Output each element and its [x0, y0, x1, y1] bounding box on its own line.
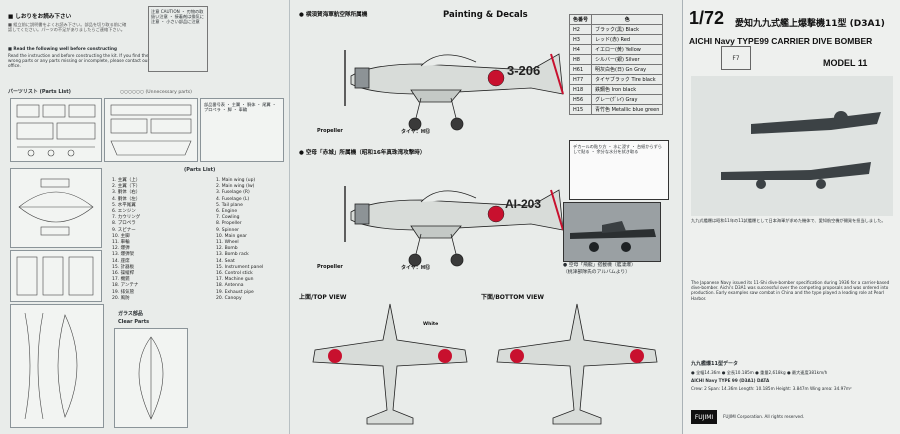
- spec-line-2: AICHI Navy TYPE 99 (D3A1) DATA: [691, 378, 770, 383]
- sprue-d-drawing: [18, 178, 94, 236]
- color-name: シルバー(銀) Silver: [591, 54, 664, 65]
- scale-label: 1/72: [689, 8, 725, 28]
- photo-caption-2: （桃津部隊氏のアルバムより）: [563, 270, 631, 275]
- spec-line-3: Crew: 2 Span: 14.36m Length: 10.185m Hei…: [691, 386, 852, 391]
- fujimi-logo: FUJIMI: [691, 410, 717, 424]
- plane-top-view: [312, 303, 468, 425]
- hinomaru-2: [487, 205, 505, 223]
- propeller-label-2: Propeller: [317, 264, 343, 270]
- propeller-label-1: Propeller: [317, 128, 343, 134]
- left-intro-jp: ■ 組立前に説明書をよくお読み下さい。部品を切り取る前に確認してください。パーツ…: [8, 22, 127, 33]
- sprue-e-drawing: [16, 256, 94, 296]
- fuselage-sprue-frame: [10, 304, 104, 428]
- read-note-body: Read the instruction and before construc…: [8, 53, 150, 69]
- sprue-a-drawing: [16, 104, 96, 157]
- hinomaru-1: [487, 69, 505, 87]
- clear-parts-jp: ガラス部品: [118, 311, 143, 317]
- left-column: ■ しおりをお読み下さい ■ 組立前に説明書をよくお読み下さい。部品を切り取る前…: [0, 0, 288, 434]
- cover-model: MODEL 11: [823, 58, 868, 68]
- parts-list-en-header: (Parts List): [184, 167, 216, 173]
- bottom-hinomaru-right: [630, 349, 644, 363]
- cover-footer: FUJIMI Corporation. All rights reserved.: [723, 414, 805, 419]
- sprue-frame-c: 部品番号表 ・ 主翼 ・ 胴体 ・ 尾翼 ・ プロペラ ・ 脚 ・ 車輪: [200, 98, 284, 162]
- plane-profile-akagi: AI-203: [344, 186, 564, 267]
- plane-bottom-view: [496, 303, 658, 425]
- fuselage-sprue-drawing: [24, 312, 78, 420]
- color-name: タイヤブラック Tire black: [591, 74, 664, 85]
- color-table-header-name: 色: [591, 14, 664, 25]
- sprue-frame-e: [10, 250, 102, 302]
- unnecessary-note: ○○○○○○ (Unnecessary parts): [120, 90, 192, 95]
- sprue-frame-d: [10, 168, 102, 248]
- plane-profile-yokosuka: 3-206: [344, 50, 564, 131]
- sprue-frame-a: [10, 98, 102, 162]
- top-hinomaru-left: [328, 349, 342, 363]
- color-code: H2: [568, 24, 593, 35]
- parts-list-jp: 1. 主翼（上） 2. 主翼（下） 3. 胴体（右） 4. 胴体（左） 5. 水…: [112, 178, 141, 301]
- cover-panel: 1/72 愛知九九式艦上爆撃機11型 (D3A1) AICHI Navy TYP…: [682, 0, 900, 434]
- color-table-header-num: 色番号: [568, 14, 593, 25]
- top-hinomaru-right: [438, 349, 452, 363]
- cover-illustration: [691, 76, 893, 216]
- parts-list-en: 1. Main wing (up) 2. Main wing (lw) 3. F…: [216, 178, 264, 301]
- color-name: 明灰白色(日) Gn Gray: [591, 64, 664, 75]
- color-code: H4: [568, 44, 593, 55]
- color-code: H8: [568, 54, 593, 65]
- photo-frame: [563, 202, 661, 262]
- cover-title-jp: 愛知九九式艦上爆撃機11型 (D3A1): [735, 19, 885, 29]
- spec-title: 九九艦爆11型データ: [691, 361, 738, 367]
- color-name: ブラック(黒) Black: [591, 24, 664, 35]
- color-code: H3: [568, 34, 593, 45]
- color-code: H61: [568, 64, 593, 75]
- parts-list-header: パーツリスト (Parts List): [8, 89, 71, 95]
- clear-parts-en: Clear Parts: [118, 319, 150, 325]
- caution-box: 注意 CAUTION ・ 刃物の取扱い注意 ・ 接着剤は換気に注意 ・ 小さい部…: [148, 6, 208, 72]
- photo-caption-1: ● 空母「飛龍」搭載機（艦凄爆）: [563, 263, 636, 268]
- color-name: イエロー(黄) Yellow: [591, 44, 664, 55]
- plane2-code: AI-203: [505, 197, 541, 211]
- cover-title-en: AICHI Navy TYPE99 CARRIER DIVE BOMBER: [689, 36, 873, 46]
- color-name: レッド(赤) Red: [591, 34, 664, 45]
- painting-decals-title: Painting & Decals: [443, 10, 528, 20]
- scale-badge: F7: [721, 46, 751, 70]
- color-code: H56: [568, 94, 593, 105]
- yokosuka-caption: ● 横須賀海軍航空隊所属機: [299, 12, 368, 18]
- tire-label-2: タイヤ：H⑫: [401, 265, 431, 271]
- cover-body-jp: 九九式艦爆は昭和11年の11試艦爆として日本海軍が求めた機体で、愛知航空機が開発…: [691, 218, 886, 223]
- clear-parts-drawing: [138, 336, 164, 420]
- photo-drawing: [564, 203, 660, 261]
- reading-header: ■ しおりをお読み下さい: [8, 14, 72, 20]
- color-name: グレー(ｸﾞﾚｲ) Gray: [591, 94, 664, 105]
- color-name: 鉄鋼色 Iron black: [591, 84, 664, 95]
- spec-line-1: ● 全幅14.36m ● 全長10.185m ● 重量2,618kg ● 最大速…: [691, 370, 828, 375]
- color-code: H15: [568, 104, 593, 115]
- top-view-title: 上面/TOP VIEW: [299, 294, 347, 301]
- middle-column: ● 横須賀海軍航空隊所属機 Painting & Decals 色番号 色 H2…: [291, 0, 681, 434]
- decal-note-box: デカールの貼り方 ・ 水に浸す ・ 台紙からずらして貼る ・ 余分な水分を拭き取…: [569, 140, 669, 200]
- akagi-caption: ● 空母「赤城」所属機（昭和16年真珠湾攻撃時）: [299, 150, 426, 156]
- clear-parts-frame: [114, 328, 188, 428]
- bottom-hinomaru-left: [510, 349, 524, 363]
- tire-label-1: タイヤ：H⑫: [401, 129, 431, 135]
- cover-body-en: The Japanese Navy issued its 11-Shi dive…: [691, 280, 890, 301]
- white-label: White: [423, 322, 439, 327]
- fold-line-1: [289, 0, 290, 434]
- read-note: ■ Read the following well before constru…: [8, 46, 117, 51]
- plane1-code: 3-206: [507, 63, 540, 78]
- sprue-b-drawing: [110, 104, 192, 156]
- color-name: 青竹色 Metallic blue green: [591, 104, 664, 115]
- color-code: H77: [568, 74, 593, 85]
- color-code: H18: [568, 84, 593, 95]
- sprue-frame-b: [104, 98, 198, 162]
- bottom-view-title: 下面/BOTTOM VIEW: [481, 294, 544, 301]
